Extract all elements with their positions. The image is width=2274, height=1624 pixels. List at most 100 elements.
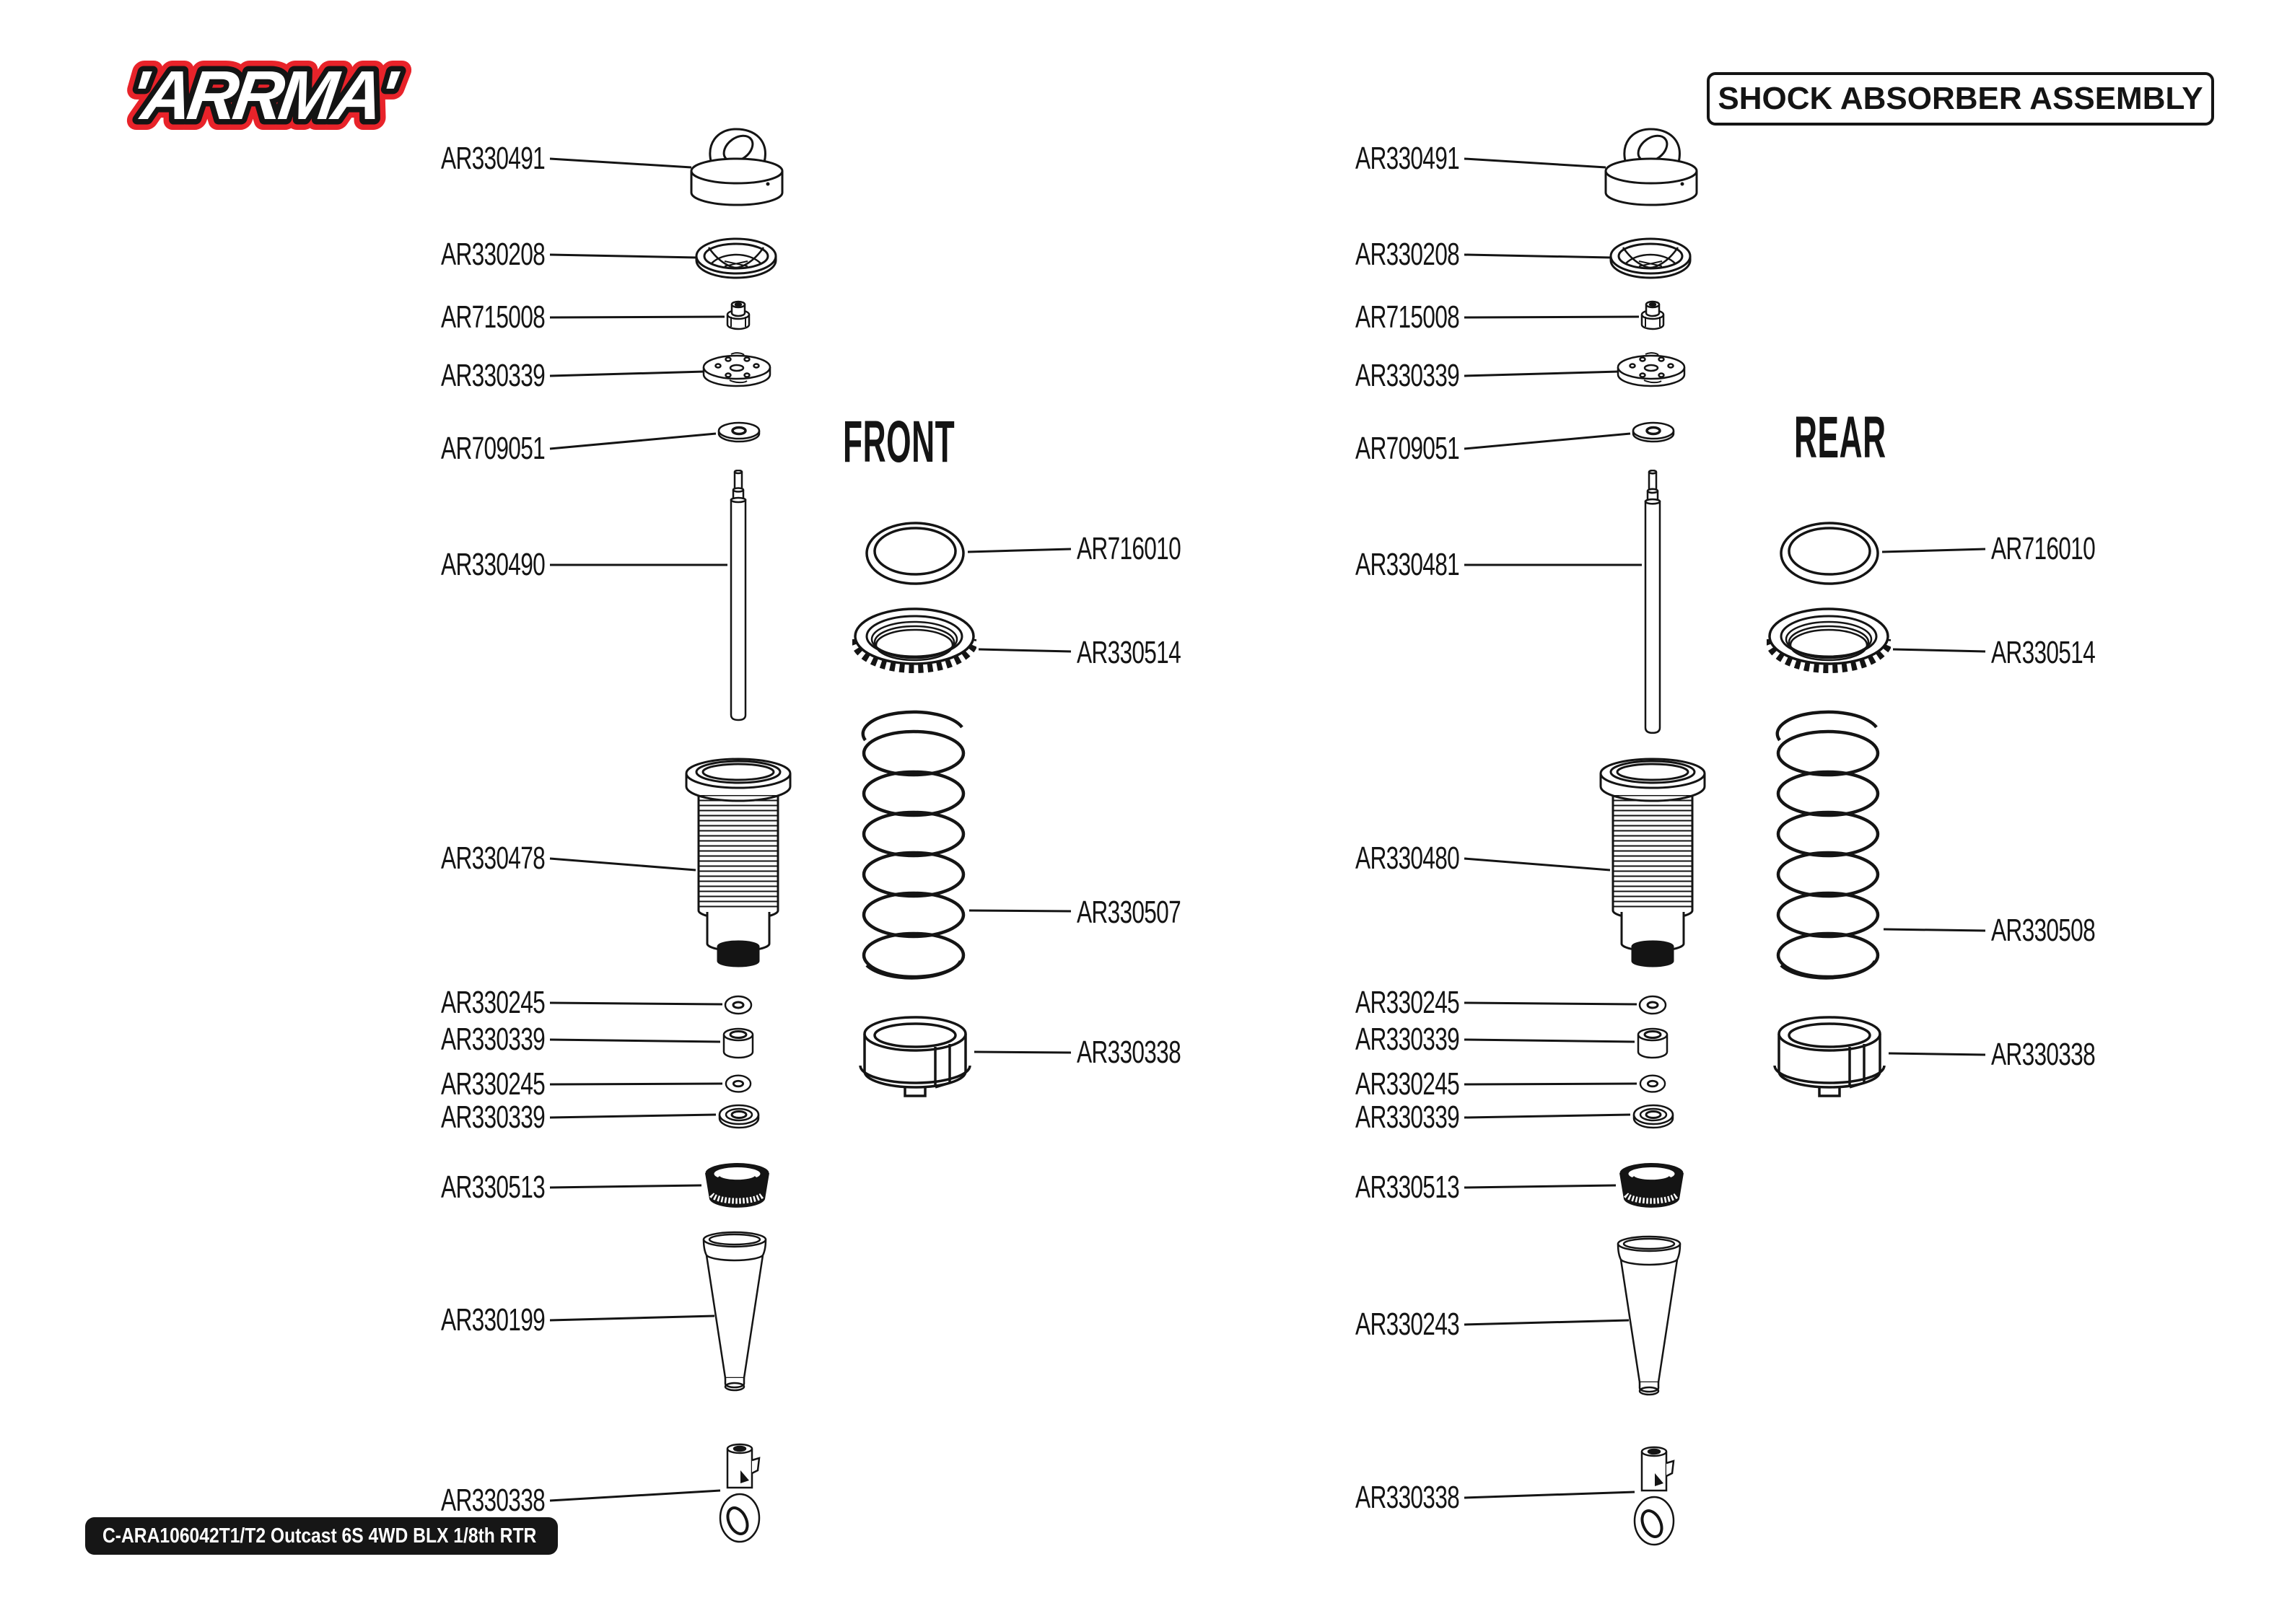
leader-line xyxy=(1883,928,1986,932)
rear-lock-nut-drawing xyxy=(1640,300,1665,330)
logo-red-outline: 'ARRMA' xyxy=(125,57,403,133)
front-lock-nut-drawing xyxy=(726,300,751,330)
label-rear-shaft: AR330481 xyxy=(1355,547,1460,582)
rear-o-ring-upper-drawing xyxy=(1638,995,1667,1015)
leader-line xyxy=(549,1113,717,1119)
front-spring-drawing xyxy=(863,712,963,978)
leader-line xyxy=(549,253,697,259)
leader-line xyxy=(1464,432,1631,450)
label-rear-o-ring-1: AR330245 xyxy=(1355,985,1460,1020)
front-section-title: FRONT xyxy=(843,409,955,475)
label-rear-o-ring-2: AR330245 xyxy=(1355,1066,1460,1102)
leader-line xyxy=(549,857,696,872)
label-front-cap-seal: AR330208 xyxy=(441,237,546,272)
label-front-shock-cap: AR330491 xyxy=(441,141,546,176)
label-rear-rod-end: AR330338 xyxy=(1355,1480,1460,1515)
rear-lower-cap-drawing xyxy=(1620,1163,1684,1207)
front-bushing-drawing xyxy=(722,1027,754,1059)
rear-piston-drawing xyxy=(1617,351,1686,387)
label-front-lower-cap: AR330513 xyxy=(441,1169,546,1205)
rear-spring-adjuster-drawing xyxy=(1770,609,1888,668)
rear-spring-drawing xyxy=(1777,712,1878,978)
rear-leader-lines xyxy=(1464,157,1986,1499)
label-rear-spring: AR330508 xyxy=(1991,913,2096,948)
rear-rod-end-drawing xyxy=(1633,1446,1675,1546)
label-rear-piston: AR330339 xyxy=(1355,358,1460,393)
leader-line xyxy=(967,548,1072,553)
leader-line xyxy=(1464,1113,1631,1119)
leader-line xyxy=(1464,1184,1617,1189)
rear-cap-seal-drawing xyxy=(1609,237,1692,279)
label-rear-cap-seal: AR330208 xyxy=(1355,237,1460,272)
front-shock-boot-drawing xyxy=(702,1231,767,1392)
rear-shock-cap-drawing xyxy=(1604,128,1698,206)
model-badge-text: C-ARA106042T1/T2 Outcast 6S 4WD BLX 1/8t… xyxy=(102,1524,537,1548)
logo-text: 'ARRMA' xyxy=(125,57,403,133)
label-rear-seal: AR330339 xyxy=(1355,1100,1460,1135)
leader-line xyxy=(549,370,705,377)
rear-shock-boot-drawing xyxy=(1617,1235,1682,1396)
leader-line xyxy=(1464,253,1612,259)
front-washer-drawing xyxy=(717,421,761,443)
front-spring-adjuster-drawing xyxy=(855,609,974,668)
leader-line xyxy=(549,432,717,450)
leader-line xyxy=(1464,157,1606,169)
leader-line xyxy=(1464,370,1619,377)
model-badge: C-ARA106042T1/T2 Outcast 6S 4WD BLX 1/8t… xyxy=(85,1517,558,1555)
leader-line xyxy=(1464,1491,1635,1499)
rear-shock-shaft-drawing xyxy=(1644,470,1661,734)
label-rear-shock-cap: AR330491 xyxy=(1355,141,1460,176)
label-rear-lock-nut: AR715008 xyxy=(1355,299,1460,335)
front-o-ring-lower-drawing xyxy=(725,1074,752,1093)
leader-line xyxy=(549,1038,721,1043)
rear-shock-body-drawing xyxy=(1599,758,1706,967)
leader-line xyxy=(978,648,1072,653)
label-front-bushing: AR330339 xyxy=(441,1022,546,1057)
leader-line xyxy=(1888,1052,1986,1056)
leader-line xyxy=(549,1489,721,1502)
label-front-body: AR330478 xyxy=(441,840,546,876)
label-rear-lower-cap: AR330513 xyxy=(1355,1169,1460,1205)
arrma-logo: 'ARRMA' 'ARRMA' 'ARRMA' xyxy=(114,51,414,137)
label-front-spring-retainer: AR330338 xyxy=(1077,1035,1181,1070)
front-shock-drawing xyxy=(685,128,974,1543)
front-leader-lines xyxy=(549,157,1072,1502)
assembly-title-box: SHOCK ABSORBER ASSEMBLY xyxy=(1707,72,2214,126)
front-shock-body-drawing xyxy=(685,758,792,967)
rear-shock-drawing xyxy=(1599,128,1888,1546)
label-front-rod-end: AR330338 xyxy=(441,1483,546,1518)
front-big-o-ring-drawing xyxy=(865,522,965,585)
label-front-piston: AR330339 xyxy=(441,358,546,393)
label-front-seal: AR330339 xyxy=(441,1100,546,1135)
front-lower-cap-drawing xyxy=(706,1163,769,1207)
label-front-lock-nut: AR715008 xyxy=(441,299,546,335)
leader-line xyxy=(549,1184,702,1189)
front-shock-shaft-drawing xyxy=(730,470,747,721)
leader-line xyxy=(1464,1319,1630,1326)
front-o-ring-upper-drawing xyxy=(724,995,753,1015)
front-piston-drawing xyxy=(702,351,771,387)
front-seal-drawing xyxy=(718,1104,760,1129)
label-front-spring-adjuster: AR330514 xyxy=(1077,635,1181,670)
leader-line xyxy=(1892,648,1986,653)
label-front-o-ring-1: AR330245 xyxy=(441,985,546,1020)
leader-line xyxy=(549,1001,723,1006)
label-rear-spring-retainer: AR330338 xyxy=(1991,1037,2096,1072)
rear-washer-drawing xyxy=(1632,421,1675,443)
rear-section-title: REAR xyxy=(1794,405,1886,470)
leader-line xyxy=(1881,548,1986,553)
rear-big-o-ring-drawing xyxy=(1780,522,1879,585)
label-front-spring: AR330507 xyxy=(1077,895,1181,930)
label-front-o-ring-2: AR330245 xyxy=(441,1066,546,1102)
rear-spring-retainer-drawing xyxy=(1773,1016,1886,1097)
leader-line xyxy=(549,157,692,169)
label-front-shaft: AR330490 xyxy=(441,547,546,582)
label-rear-bushing: AR330339 xyxy=(1355,1022,1460,1057)
front-spring-retainer-drawing xyxy=(859,1016,971,1097)
label-rear-body: AR330480 xyxy=(1355,840,1460,876)
rear-o-ring-lower-drawing xyxy=(1639,1074,1666,1093)
leader-line xyxy=(549,1314,715,1322)
assembly-title: SHOCK ABSORBER ASSEMBLY xyxy=(1718,81,2203,116)
